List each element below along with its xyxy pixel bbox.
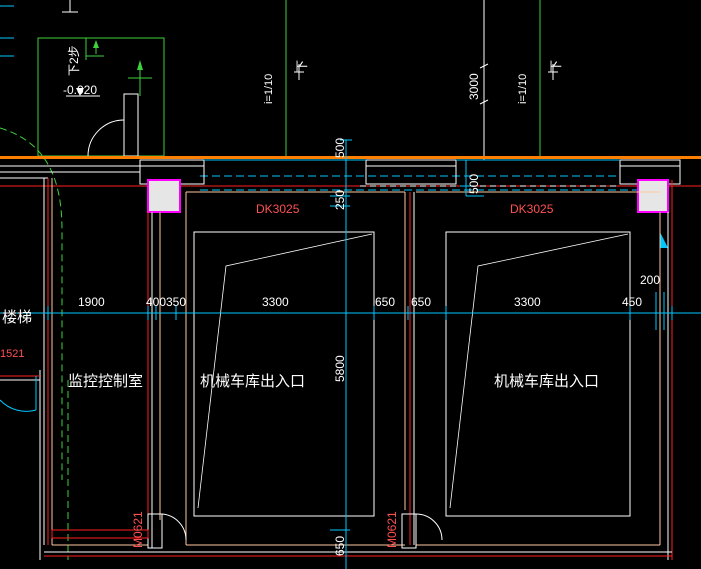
bottom-walls [44,544,672,557]
monitor-room-label: 监控控制室 [68,373,143,390]
door-m-right: M0621 [385,511,399,548]
dim-v-3000: 3000 [467,73,481,100]
bottom-door-swings [51,513,443,549]
dim-v-250: 250 [333,190,347,210]
structural-columns [147,179,669,248]
garage-entrance-right-label: 机械车库出入口 [494,373,599,390]
dim-h-350: 350 [166,295,186,309]
dim-h-1900: 1900 [78,295,105,309]
door-label-right: DK3025 [510,202,554,216]
canopy-outline [0,127,63,480]
garage-platform-left [193,231,375,517]
step-down-label: 下2步 [67,45,81,76]
dim-h-450: 450 [622,295,642,309]
stair-room-label: 楼梯 [2,309,32,326]
dim-v-650: 650 [333,536,347,556]
orange-wall-line [0,156,701,159]
garage-entrance-left-label: 机械车库出入口 [200,373,305,390]
door-label-left: DK3025 [256,202,300,216]
dim-h-400: 400 [146,295,166,309]
dim-h-200: 200 [640,273,660,287]
dim-v-500-top: 500 [333,138,347,158]
elevation-label: -0.020 [63,83,97,97]
garage-platform-right [445,231,631,517]
dim-h-3300-right: 3300 [514,295,541,309]
dim-h-650-b: 650 [411,295,431,309]
dim-h-650-a: 650 [375,295,395,309]
arrow-down-right: 下 [549,60,563,72]
arrow-down-left: 下 [295,60,309,72]
partition-walls [147,180,673,560]
dim-v-5800: 5800 [333,355,347,382]
top-wall-segments [139,159,681,185]
slope-label-left: i=1/10 [263,74,275,104]
dimension-lines [0,139,701,569]
left-room-walls [0,177,53,560]
ramp-lines [285,0,558,160]
red-guide-lines [0,175,701,191]
dim-v-500-right: 500 [467,174,481,194]
slope-label-right: i=1/10 [517,74,529,104]
door-m-left: M0621 [131,511,145,548]
dim-h-3300-left: 3300 [262,295,289,309]
top-left-marks [0,0,78,57]
door-1521: 1521 [0,348,24,360]
